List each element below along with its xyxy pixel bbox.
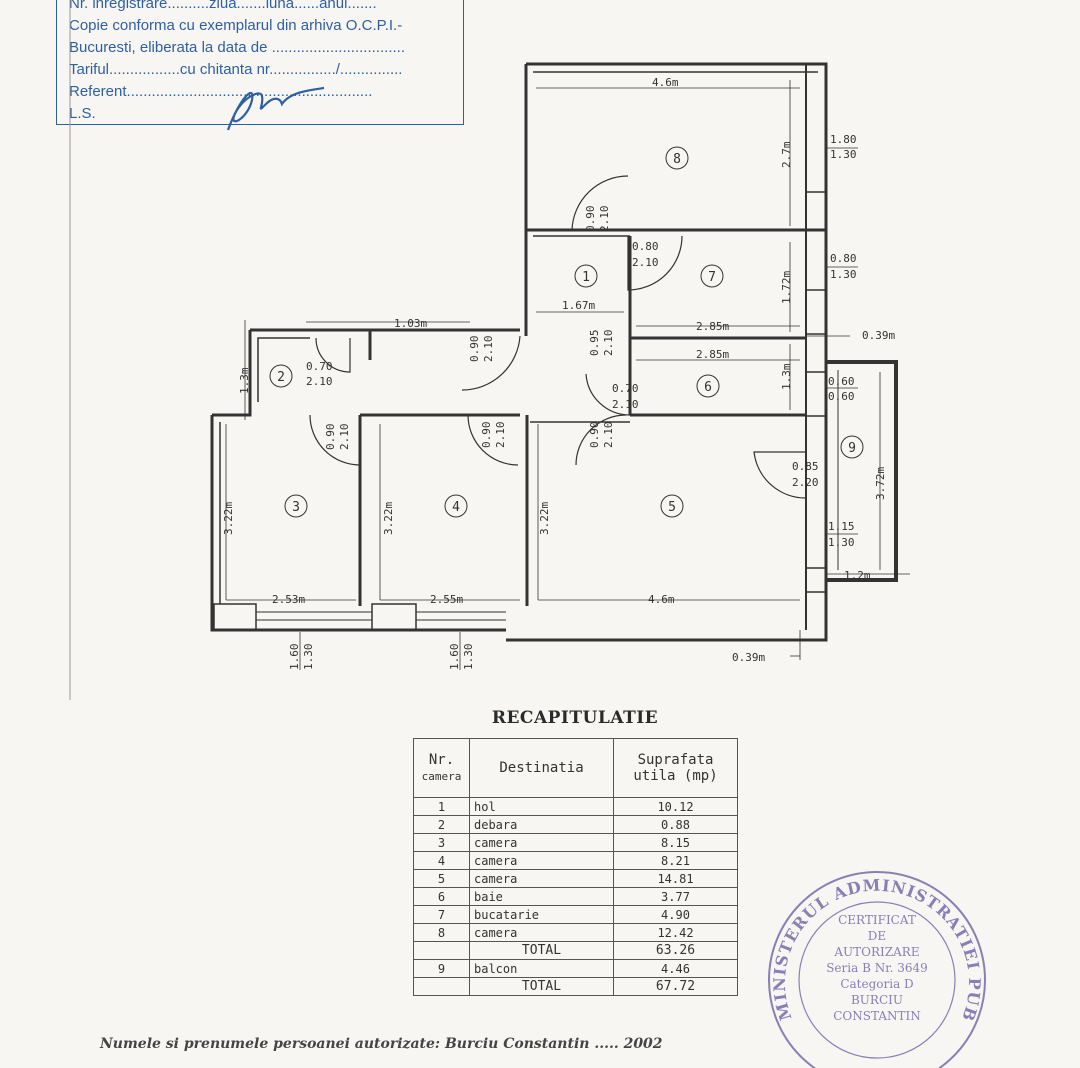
room-2-label: 2 [277,370,285,385]
stamp-line: Copie conforma cu exemplarul din arhiva … [69,17,403,34]
dim-label: 1.72m [780,271,793,304]
opening-label: 0.90 [324,424,337,451]
floor-plan: 8 1 7 6 2 3 4 5 9 4.6m 2.7m 1.72m 1.67m … [69,0,910,700]
ocpi-stamp: Nr. inregistrare..........ziua.......lun… [56,0,464,125]
seal-line: Seria B Nr. 3649 [826,961,928,975]
stamp-line: Nr. inregistrare..........ziua.......lun… [69,0,377,12]
stamp-line: L.S. [69,105,96,122]
opening-label: 2.10 [632,256,659,269]
seal-line: AUTORIZARE [833,945,919,959]
room-5-label: 5 [668,500,676,515]
dim-label: 1.3m [238,367,251,394]
window-label: 1.30 [302,644,315,671]
opening-label: 2.10 [612,398,639,411]
dim-label: 0.39m [732,651,765,664]
dim-label: 1.2m [844,569,871,582]
opening-label: 0.95 [588,330,601,357]
window-label: 1.30 [828,536,855,549]
recap-title: RECAPITULATIE [491,708,659,728]
room-7-label: 7 [708,270,716,285]
opening-label: 0.90 [480,422,493,449]
stamp-line: Referent................................… [69,83,373,100]
room-9-label: 9 [848,441,856,456]
opening-label: 0.90 [468,336,481,363]
opening-label: 2.20 [792,476,819,489]
dim-label: 1.67m [562,299,595,312]
window-label: 1.60 [448,644,461,671]
dim-label: 1.03m [394,317,427,330]
window-label: 0.80 [830,252,857,265]
room-3-label: 3 [292,500,300,515]
opening-label: 2.10 [338,424,351,451]
dim-label: 4.6m [652,76,679,89]
opening-label: 2.10 [602,422,615,449]
room-6-label: 6 [704,380,712,395]
dim-label: 3.22m [222,502,235,535]
seal-line: CERTIFICAT [838,913,916,927]
dim-label: 3.22m [382,502,395,535]
header-destinatia: Destinatia [469,738,614,798]
opening-label: 2.10 [602,330,615,357]
seal-line: BURCIU [851,993,903,1007]
dim-label: 0.39m [862,329,895,342]
window-label: 0.60 [828,375,855,388]
dim-label: 2.7m [780,141,793,168]
window-label: 1.30 [830,148,857,161]
window-label: 1.60 [288,644,301,671]
dim-label: 3.22m [538,502,551,535]
dim-label: 2.85m [696,320,729,333]
dim-label: 2.55m [430,593,463,606]
dim-label: 2.53m [272,593,305,606]
room-1-label: 1 [582,270,590,285]
window-label: 0.60 [828,390,855,403]
dim-label: 2.85m [696,348,729,361]
dim-label: 1.3m [780,363,793,390]
opening-label: 2.10 [598,206,611,233]
signature [226,86,325,131]
opening-label: 2.10 [494,422,507,449]
opening-label: 0.90 [584,206,597,233]
window-label: 1.15 [828,520,855,533]
stamp-line: Tariful.................cu chitanta nr..… [69,61,403,78]
room-4-label: 4 [452,500,460,515]
header-nr: Nr.camera [413,738,470,798]
opening-label: 2.10 [482,336,495,363]
window-label: 1.80 [830,133,857,146]
seal-line: CONSTANTIN [833,1009,921,1023]
seal-line: Categoria D [840,977,913,991]
stamp-line: Bucuresti, eliberata la data de ........… [69,39,405,56]
opening-label: 2.10 [306,375,333,388]
window-label: 1.30 [830,268,857,281]
seal-line: DE [868,929,886,943]
opening-label: 0.70 [612,382,639,395]
room-8-label: 8 [673,152,681,167]
authorization-seal: MINISTERUL ADMINISTRATIEI PUBLICE CERTIF… [752,868,986,1068]
opening-label: 0.85 [792,460,819,473]
opening-label: 0.70 [306,360,333,373]
window-label: 1.30 [462,644,475,671]
opening-label: 0.90 [588,422,601,449]
opening-label: 0.80 [632,240,659,253]
dim-label: 4.6m [648,593,675,606]
dim-label: 3.72m [874,467,887,500]
footer-text: Numele si prenumele persoanei autorizate… [100,1036,663,1052]
